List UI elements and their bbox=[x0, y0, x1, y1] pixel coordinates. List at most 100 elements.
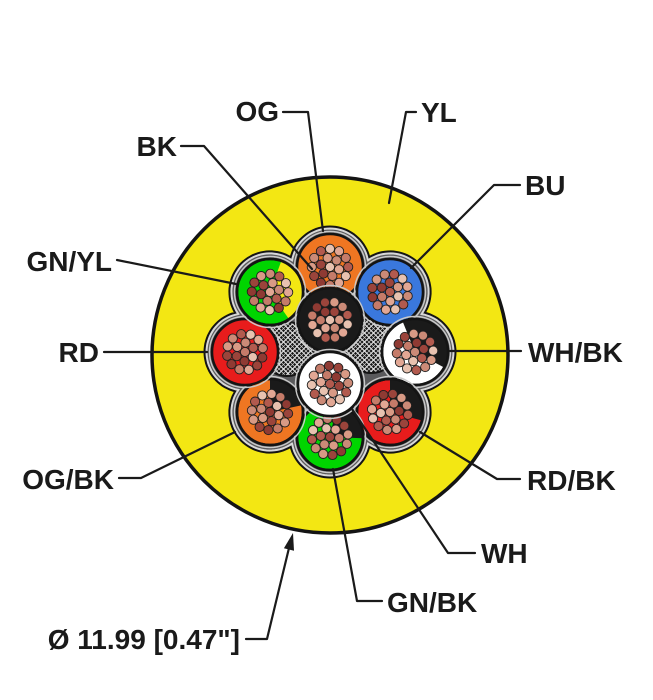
strand bbox=[394, 405, 405, 417]
strand bbox=[340, 252, 351, 263]
strand bbox=[266, 388, 277, 399]
conductor-wh-bk bbox=[378, 315, 452, 389]
strand bbox=[306, 379, 317, 391]
strand bbox=[379, 269, 390, 280]
strand bbox=[402, 340, 414, 351]
strand bbox=[402, 281, 413, 292]
strand bbox=[258, 280, 269, 291]
insulation-outline bbox=[235, 257, 305, 327]
strand bbox=[253, 334, 264, 345]
strand bbox=[329, 297, 340, 308]
strand bbox=[309, 388, 320, 399]
strand bbox=[324, 243, 336, 254]
strand bbox=[327, 387, 338, 398]
strand bbox=[377, 291, 388, 302]
strand bbox=[341, 387, 352, 398]
strand bbox=[387, 388, 398, 400]
strand bbox=[279, 417, 290, 428]
strand bbox=[320, 332, 331, 343]
strand bbox=[275, 392, 286, 403]
strand bbox=[240, 337, 251, 348]
strand bbox=[375, 407, 386, 419]
insulation-outline bbox=[235, 377, 305, 447]
leader-gn-yl bbox=[115, 258, 238, 286]
strand bbox=[257, 390, 268, 401]
strand bbox=[312, 328, 323, 339]
strand bbox=[281, 399, 292, 410]
strand bbox=[398, 299, 409, 310]
insulation-outline bbox=[380, 317, 450, 387]
strand bbox=[273, 302, 284, 313]
leader-og-bk bbox=[117, 430, 237, 480]
strand bbox=[392, 282, 403, 293]
strand bbox=[391, 423, 402, 435]
strand bbox=[310, 443, 321, 454]
strand bbox=[222, 341, 233, 352]
strand bbox=[257, 412, 268, 424]
leader-yl bbox=[387, 110, 418, 205]
strand bbox=[416, 353, 428, 364]
strand bbox=[308, 370, 319, 381]
strand bbox=[249, 277, 260, 288]
strand bbox=[373, 421, 384, 432]
strand bbox=[402, 409, 414, 420]
strand bbox=[266, 416, 277, 427]
wire-labels: OG YL BK BU GN/YL RD WH/BK OG/BK RD/BK W… bbox=[22, 96, 623, 655]
strand bbox=[330, 424, 341, 435]
strand bbox=[402, 291, 413, 302]
conductor-bu bbox=[353, 255, 427, 329]
strand bbox=[283, 287, 294, 298]
strand bbox=[389, 269, 400, 280]
strand bbox=[306, 434, 318, 445]
strand bbox=[254, 421, 265, 432]
strand bbox=[341, 438, 352, 449]
strand bbox=[246, 286, 257, 297]
strand bbox=[265, 268, 276, 279]
strand bbox=[318, 268, 329, 279]
label-yl: YL bbox=[421, 97, 457, 128]
strand bbox=[366, 404, 378, 415]
strand bbox=[367, 282, 378, 293]
strand bbox=[334, 277, 345, 288]
strand bbox=[334, 380, 345, 391]
strand bbox=[307, 319, 318, 331]
label-gn-yl: GN/YL bbox=[26, 246, 112, 277]
strand bbox=[342, 429, 354, 440]
label-rd: RD bbox=[59, 337, 99, 368]
diameter-arrowhead bbox=[283, 533, 294, 551]
strand bbox=[308, 425, 319, 436]
strand bbox=[309, 252, 320, 263]
conductor-wh bbox=[294, 348, 366, 420]
strand bbox=[329, 322, 340, 334]
strand bbox=[384, 277, 395, 288]
leader-rd-bk bbox=[418, 430, 522, 481]
strand bbox=[309, 271, 320, 282]
strand bbox=[280, 296, 291, 307]
strand bbox=[246, 405, 257, 416]
strand bbox=[252, 360, 263, 371]
strand bbox=[245, 329, 256, 340]
conductor-rd bbox=[208, 315, 282, 389]
strand bbox=[239, 356, 250, 367]
strand bbox=[396, 392, 407, 403]
strand bbox=[264, 305, 275, 316]
strand bbox=[329, 332, 341, 343]
strand bbox=[256, 403, 267, 414]
strand bbox=[380, 304, 391, 315]
leader-lines bbox=[102, 110, 523, 641]
strand bbox=[334, 314, 345, 325]
strand bbox=[313, 417, 324, 428]
strand bbox=[249, 295, 260, 306]
strand bbox=[382, 424, 393, 436]
conductor-bk bbox=[294, 284, 366, 356]
strand bbox=[371, 274, 382, 285]
strand bbox=[263, 397, 274, 408]
strand bbox=[342, 309, 353, 321]
strand bbox=[379, 399, 390, 410]
label-og: OG bbox=[235, 96, 279, 127]
strand bbox=[236, 329, 247, 340]
strand bbox=[257, 343, 268, 354]
strand bbox=[273, 410, 284, 421]
strand bbox=[399, 331, 410, 342]
